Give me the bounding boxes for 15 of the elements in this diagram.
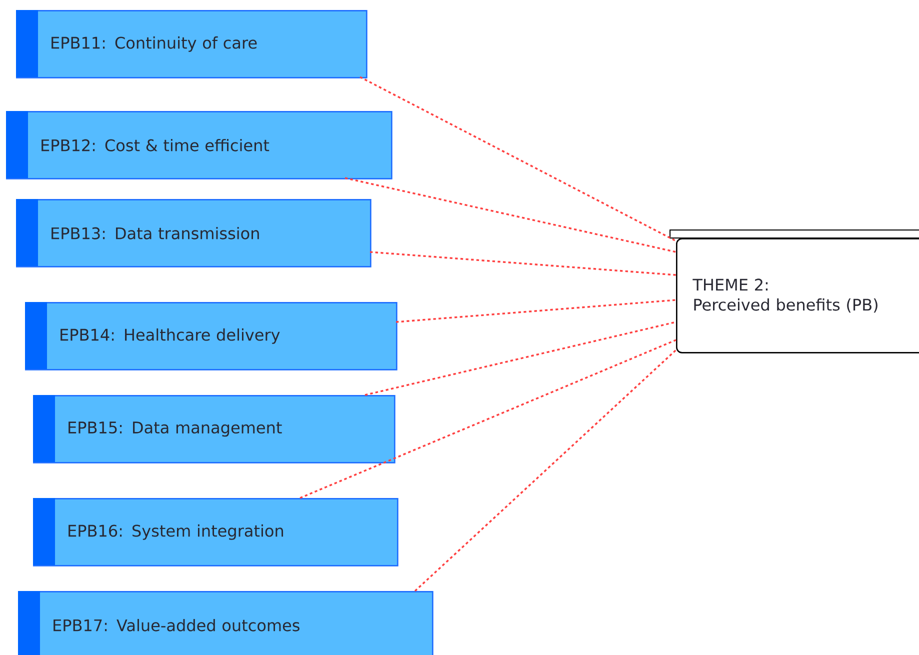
connector-line <box>344 177 676 253</box>
item-box: EPB11: Continuity of care <box>16 10 368 78</box>
item-box: EPB14: Healthcare delivery <box>25 302 398 370</box>
connector-line <box>300 339 676 499</box>
item-box: EPB16: System integration <box>33 498 398 566</box>
connector-line <box>370 251 676 276</box>
item-box: EPB17: Value-added outcomes <box>18 591 434 655</box>
connector-line <box>414 349 677 592</box>
item-box: EPB15: Data management <box>33 395 396 464</box>
item-box: EPB13: Data transmission <box>16 199 372 268</box>
connector-line <box>364 321 676 396</box>
item-box: EPB12: Cost & time efficient <box>6 111 392 180</box>
theme-box: THEME 2: Perceived benefits (PB) <box>669 229 919 354</box>
connector-line <box>396 299 676 323</box>
connector-line <box>360 76 676 242</box>
